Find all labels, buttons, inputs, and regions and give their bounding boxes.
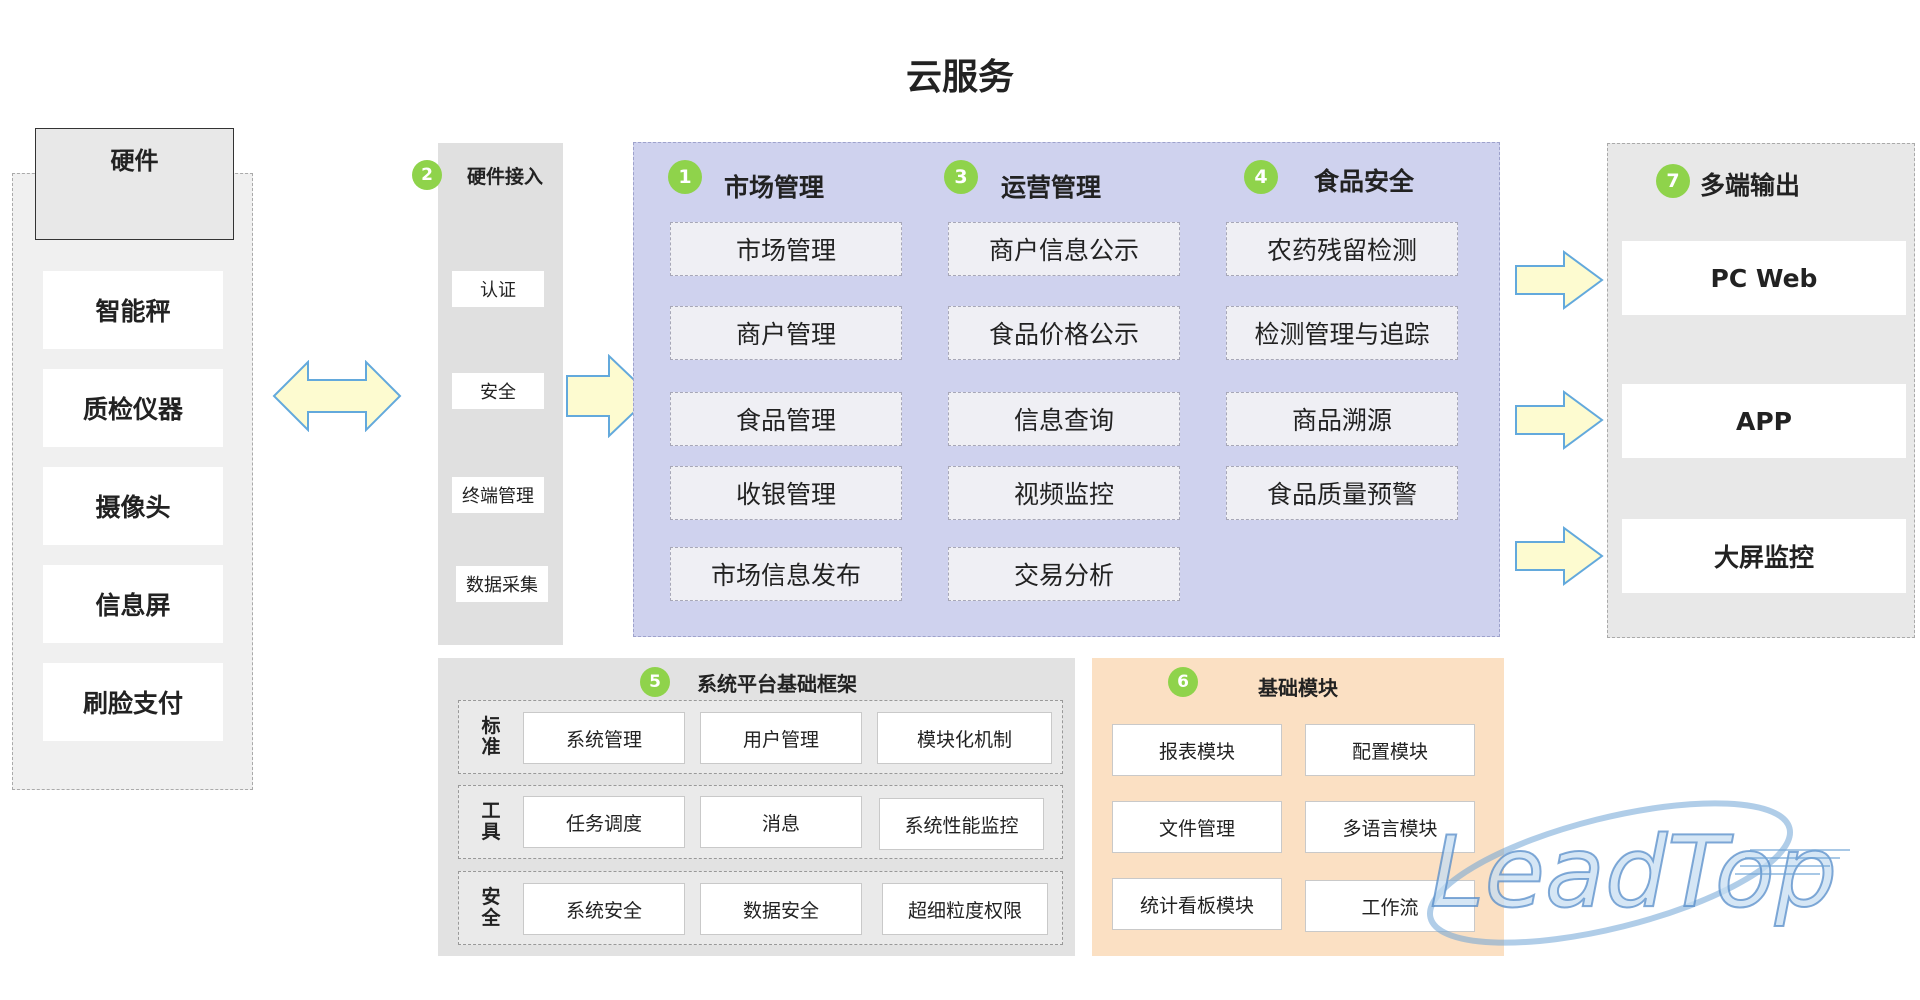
basic-module-item: 文件管理	[1112, 801, 1282, 853]
basic-module-item: 统计看板模块	[1112, 878, 1282, 930]
market-item: 食品管理	[670, 392, 902, 446]
basic-module-item: 报表模块	[1112, 724, 1282, 776]
framework-item: 模块化机制	[877, 712, 1052, 764]
framework-row-label: 安全	[481, 886, 501, 929]
page-title: 云服务	[905, 57, 1014, 98]
basic-module-item: 配置模块	[1305, 724, 1475, 776]
access-title: 硬件接入	[467, 166, 544, 188]
output-item-big-screen: 大屏监控	[1622, 519, 1906, 593]
framework-item: 用户管理	[700, 712, 862, 764]
market-item: 商户管理	[670, 306, 902, 360]
food-safety-item: 食品质量预警	[1226, 466, 1458, 520]
hardware-item: 刷脸支付	[43, 663, 223, 741]
basic-modules-title: 基础模块	[1258, 676, 1338, 700]
right-arrow-icon	[1515, 250, 1604, 310]
market-item: 市场信息发布	[670, 547, 902, 601]
market-item: 市场管理	[670, 222, 902, 276]
section-badge: 6	[1168, 667, 1198, 697]
basic-module-item: 多语言模块	[1305, 801, 1475, 853]
access-item: 安全	[452, 373, 544, 409]
framework-title: 系统平台基础框架	[697, 672, 857, 696]
operations-item: 食品价格公示	[948, 306, 1180, 360]
right-arrow-icon	[1515, 526, 1604, 586]
access-item: 终端管理	[452, 477, 544, 513]
section-badge: 5	[640, 667, 670, 697]
framework-row-label: 工具	[481, 800, 501, 843]
market-item: 收银管理	[670, 466, 902, 520]
framework-item: 系统性能监控	[879, 798, 1044, 850]
right-arrow-icon	[566, 354, 653, 438]
framework-item: 消息	[700, 796, 862, 848]
output-item-app: APP	[1622, 384, 1906, 458]
right-arrow-icon	[1515, 390, 1604, 450]
section-badge: 3	[944, 160, 978, 194]
leadtop-logo: LeadTop	[1427, 800, 1850, 946]
food-safety-item: 商品溯源	[1226, 392, 1458, 446]
food-safety-item: 农药残留检测	[1226, 222, 1458, 276]
section-badge: 7	[1656, 164, 1690, 198]
hardware-item: 质检仪器	[43, 369, 223, 447]
access-item: 认证	[452, 271, 544, 307]
framework-item: 超细粒度权限	[882, 883, 1048, 935]
framework-item: 任务调度	[523, 796, 685, 848]
hardware-item: 信息屏	[43, 565, 223, 643]
operations-item: 视频监控	[948, 466, 1180, 520]
access-item: 数据采集	[456, 566, 548, 602]
bidirectional-arrow-icon	[272, 360, 402, 432]
section-badge: 4	[1244, 160, 1278, 194]
framework-item: 系统管理	[523, 712, 685, 764]
section-badge: 1	[668, 160, 702, 194]
section-title-operations: 运营管理	[1001, 173, 1102, 202]
framework-row-label: 标准	[481, 715, 501, 758]
framework-item: 数据安全	[700, 883, 862, 935]
framework-item: 系统安全	[523, 883, 685, 935]
hardware-item: 智能秤	[43, 271, 223, 349]
operations-item: 交易分析	[948, 547, 1180, 601]
output-item-pc-web: PC Web	[1622, 241, 1906, 315]
operations-item: 商户信息公示	[948, 222, 1180, 276]
section-title-market: 市场管理	[724, 173, 825, 202]
output-title: 多端输出	[1700, 171, 1801, 200]
hardware-header: 硬件	[35, 128, 234, 240]
section-title-food-safety: 食品安全	[1314, 167, 1415, 196]
section-badge: 2	[412, 160, 442, 190]
food-safety-item: 检测管理与追踪	[1226, 306, 1458, 360]
operations-item: 信息查询	[948, 392, 1180, 446]
hardware-item: 摄像头	[43, 467, 223, 545]
